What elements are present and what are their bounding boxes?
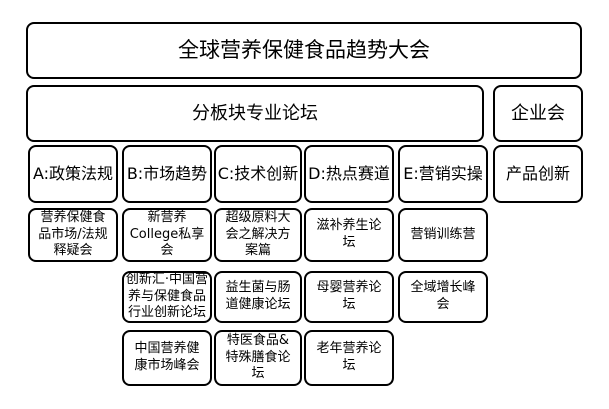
enterprise-item-product-innovation: 产品创新 [493,145,583,203]
conference-title: 全球营养保健食品趋势大会 [26,22,582,79]
forum-box-elderly-nutrition: 老年营养论 坛 [304,330,394,386]
forum-box-new-nutrition-college: 新营养 College私享 会 [122,208,212,262]
forum-box-probiotics-gut-health: 益生菌与肠 道健康论坛 [214,271,302,323]
forum-box-market-regulation: 营养保健食 品市场/法规 释疑会 [28,208,118,262]
forum-box-maternal-infant-nutrition: 母婴营养论 坛 [304,271,394,323]
forum-box-innovation-hub: 创新汇·中国营 养与保健食品 行业创新论坛 [122,271,212,323]
forum-box-super-ingredients: 超级原料大 会之解决方 案篇 [214,208,302,262]
track-d-header: D:热点赛道 [304,145,394,203]
forum-box-special-medical-food: 特医食品& 特殊膳食论 坛 [214,330,302,386]
track-a-header: A:政策法规 [28,145,118,203]
enterprise-section-header: 企业会 [493,85,583,142]
track-c-header: C:技术创新 [214,145,302,203]
forum-box-omni-growth-summit: 全域增长峰 会 [398,271,488,323]
forum-box-tonic-wellness: 滋补养生论 坛 [304,208,394,262]
forum-box-marketing-bootcamp: 营销训练营 [398,208,488,262]
track-b-header: B:市场趋势 [122,145,212,203]
track-e-header: E:营销实操 [398,145,488,203]
forums-section-header: 分板块专业论坛 [26,85,484,142]
forum-box-china-nutrition-market-summit: 中国营养健 康市场峰会 [122,330,212,386]
